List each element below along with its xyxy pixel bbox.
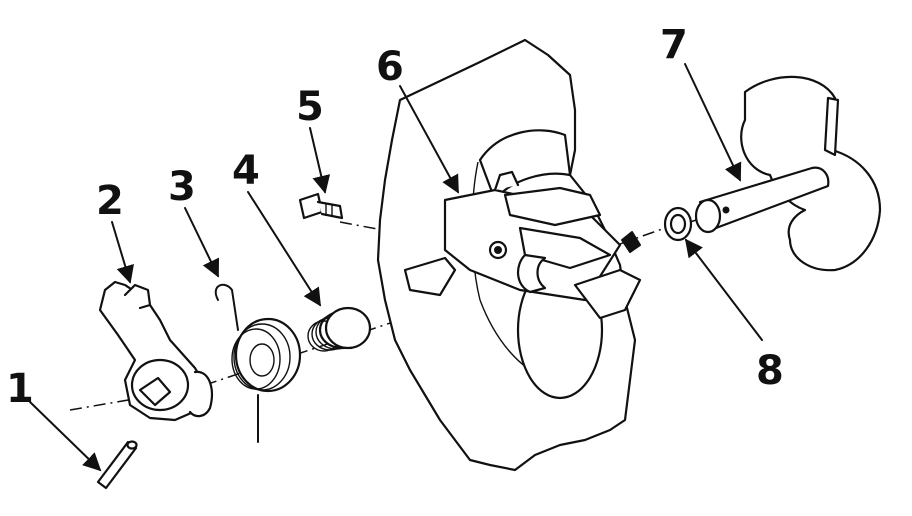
- part-8-washer: [663, 206, 693, 242]
- callout-3: 3: [168, 164, 196, 210]
- part-1-pin: [96, 440, 138, 490]
- callout-8: 8: [756, 348, 784, 394]
- part-6-housing-plate: [376, 38, 642, 472]
- leader-lines: [29, 63, 763, 472]
- part-2-lever: [98, 280, 213, 422]
- callout-5: 5: [296, 84, 324, 130]
- callout-7: 7: [660, 22, 688, 68]
- part-3-torsion-spring: [214, 283, 302, 443]
- callout-labels: 1 2 3 4 5 6 7 8: [6, 22, 784, 412]
- part-5-screw: [298, 192, 344, 220]
- callout-4: 4: [232, 148, 260, 194]
- part-7-handle-shaft: [694, 75, 882, 272]
- callout-6: 6: [376, 44, 404, 90]
- part-4-spring: [307, 306, 372, 352]
- callout-1: 1: [6, 366, 34, 412]
- callout-2: 2: [96, 178, 124, 224]
